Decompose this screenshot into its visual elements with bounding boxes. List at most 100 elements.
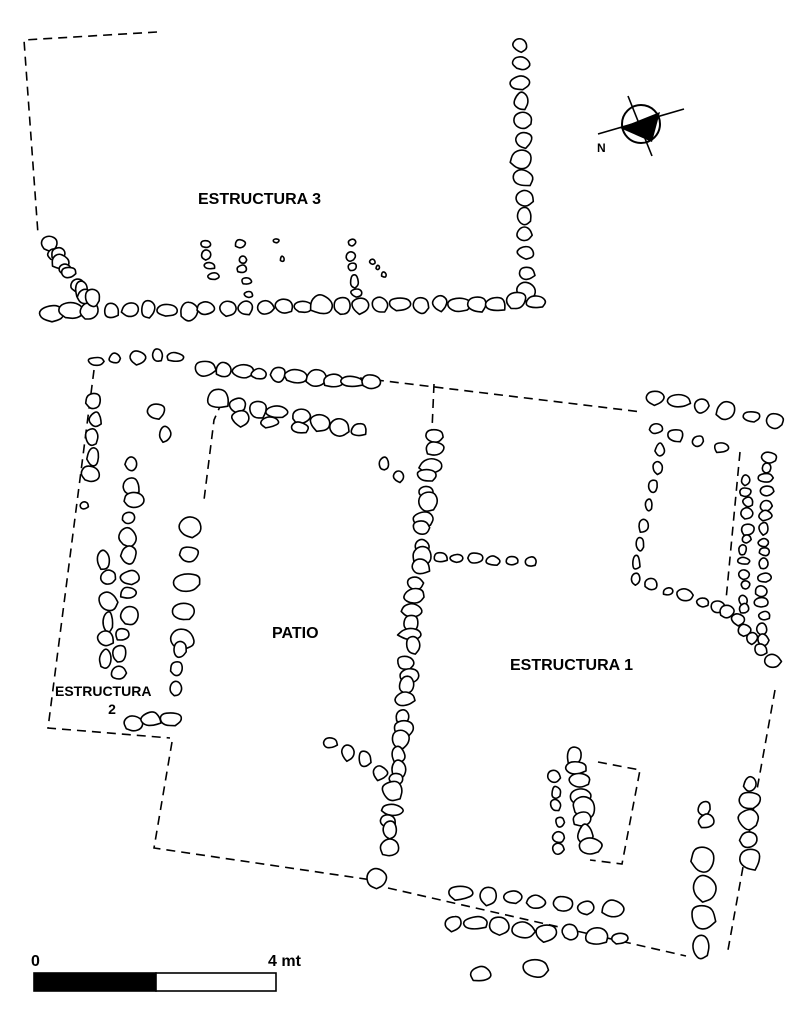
stone [742, 775, 757, 792]
stone [417, 491, 439, 512]
stone [260, 416, 280, 429]
stone [535, 924, 558, 943]
stone [695, 597, 710, 608]
stone [391, 729, 410, 750]
stone [713, 442, 730, 454]
stone [740, 523, 755, 536]
estructura-2-boundary [47, 369, 171, 739]
estructura-1-inner-boundary [431, 383, 435, 431]
stone [740, 579, 751, 590]
estructura-1-label: ESTRUCTURA 1 [510, 657, 633, 674]
stone [172, 573, 201, 593]
stone [761, 462, 772, 474]
stone [462, 915, 488, 930]
patio-boundary [153, 741, 373, 881]
stone [739, 848, 761, 871]
stone [697, 800, 711, 817]
stone [555, 816, 566, 828]
stone [237, 300, 254, 316]
stone [524, 556, 537, 567]
stone [479, 886, 498, 907]
stone [738, 544, 748, 556]
stone [151, 348, 164, 362]
stone [378, 456, 390, 471]
stone [525, 894, 547, 910]
stone [340, 744, 355, 763]
stone [765, 412, 785, 430]
stone [652, 460, 664, 476]
stone [758, 557, 769, 570]
stone [512, 168, 534, 187]
stone [763, 653, 783, 669]
stone [738, 831, 758, 849]
stone [333, 296, 351, 316]
stone [124, 456, 138, 472]
estructura-3-label: ESTRUCTURA 3 [198, 191, 321, 208]
stone [647, 479, 658, 494]
stone [96, 630, 115, 647]
stone [173, 640, 187, 659]
stone [371, 296, 389, 313]
stone [119, 586, 138, 599]
stone [215, 361, 232, 378]
stone [111, 644, 127, 663]
dashed-boundaries [23, 31, 776, 957]
stone [730, 612, 746, 627]
stone [690, 846, 715, 873]
stone [518, 266, 536, 281]
stone [119, 605, 139, 626]
stone [449, 553, 464, 564]
stone [516, 206, 532, 226]
stone [525, 295, 547, 309]
stone [241, 276, 253, 285]
stone [322, 737, 339, 749]
stone [737, 623, 752, 638]
stone [203, 261, 216, 270]
stone [753, 596, 769, 608]
stone [759, 499, 774, 513]
stone [231, 363, 255, 379]
stone [488, 916, 510, 936]
stone [79, 501, 90, 510]
stone [178, 516, 202, 539]
stone [349, 274, 360, 289]
stone [196, 301, 216, 316]
stone [644, 577, 658, 591]
stone [513, 91, 529, 111]
stone [381, 780, 403, 802]
stone [638, 518, 650, 533]
stone [511, 37, 528, 54]
stone [372, 765, 389, 782]
stone [84, 427, 99, 447]
stone [514, 131, 533, 150]
stone [502, 890, 523, 905]
stone [742, 496, 754, 508]
stone [156, 303, 179, 317]
stone [347, 262, 358, 272]
room-north-boundary [725, 451, 741, 601]
stone [166, 351, 185, 363]
stone [272, 238, 280, 244]
stone [265, 405, 289, 419]
stone [388, 297, 412, 312]
stone [118, 526, 137, 548]
stone [123, 715, 144, 732]
stone [416, 468, 437, 482]
stone [121, 511, 136, 525]
stone [754, 584, 768, 598]
stone [129, 350, 147, 366]
stone [379, 838, 400, 857]
stone [757, 537, 770, 548]
stone [561, 923, 579, 941]
stone [484, 296, 506, 312]
stone [444, 915, 462, 933]
stone [469, 965, 492, 982]
stone [412, 296, 430, 315]
stone [578, 837, 603, 855]
stone [692, 874, 717, 903]
stone [236, 264, 248, 274]
stone [120, 302, 140, 318]
scale-bar: 0 4 mt [31, 953, 302, 992]
stone [141, 299, 156, 319]
room-boundary [589, 761, 641, 865]
